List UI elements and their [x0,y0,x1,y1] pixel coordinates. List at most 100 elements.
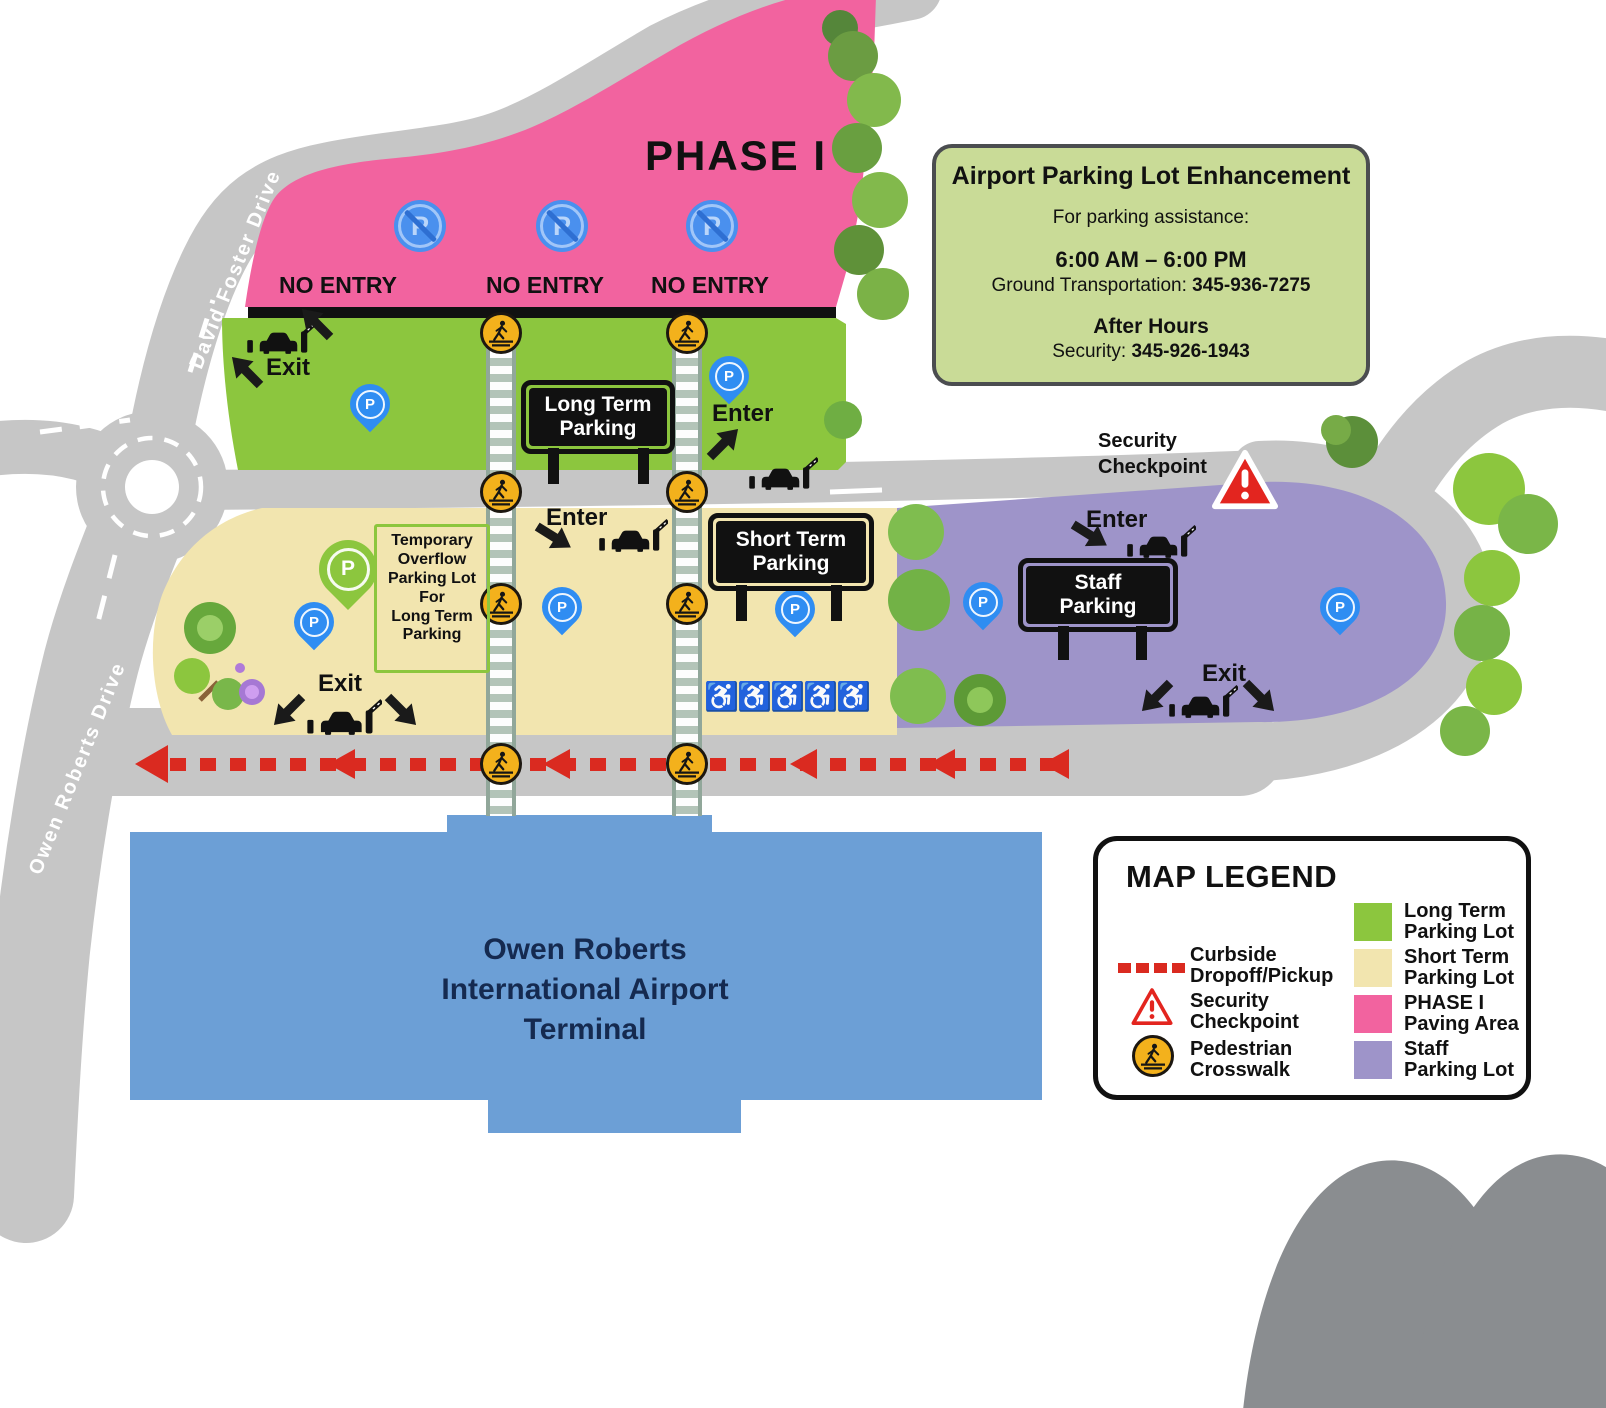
no-parking-icon: P [686,200,738,252]
enter-gate-icon [598,518,668,552]
info-security-phone: 345-926-1943 [1131,341,1250,362]
terminal-line: International Airport [441,973,729,1006]
terminal-line: Owen Roberts [483,933,687,966]
phase1-label: PHASE I [644,132,828,179]
info-security-label: Security: [1052,341,1127,362]
legend-pedestrian-label: Pedestrian Crosswalk [1190,1039,1292,1081]
security-line: Security [1098,430,1177,452]
exit-label: Exit [266,354,311,381]
parking-pin-letter: P [299,607,329,637]
legend-title: MAP LEGEND [1126,859,1338,894]
airplanes [489,1154,1606,1408]
no-entry-label: NO ENTRY [651,272,769,298]
info-ground-transportation: Ground Transportation: 345-936-7275 [936,275,1366,297]
road-northeast-branch [1349,335,1606,541]
overflow-line: Parking [402,626,462,644]
enter-label: Enter [546,504,608,531]
crosswalk-strip-right [672,318,702,816]
legend-line: Checkpoint [1190,1011,1299,1033]
pedestrian-crosswalk-icon [666,583,708,625]
parking-pin-letter: P [968,587,998,617]
overflow-line: Overflow [397,550,467,568]
parking-pin-letter: P [714,361,744,391]
legend-long-term-label: Long Term Parking Lot [1404,901,1514,943]
legend-line: Parking Lot [1404,1059,1515,1081]
curbside-dropoff-line [170,758,1070,771]
staff-swatch [1354,1041,1392,1079]
curbside-arrow-icon [543,749,570,779]
parking-pin: P [954,573,1012,631]
pedestrian-crosswalk-icon [666,471,708,513]
sign-leg [736,585,747,621]
enter-gate-icon [1126,524,1196,558]
no-entry-barrier-line [248,307,836,318]
security-line: Checkpoint [1098,456,1207,478]
enter-label: Enter [712,400,774,427]
overflow-line: Parking Lot [387,569,476,587]
security-checkpoint-legend-icon [1130,987,1174,1028]
parking-pin-letter: P [326,547,370,591]
parking-info-box: Airport Parking Lot Enhancement For park… [932,144,1370,386]
legend-line: Crosswalk [1190,1059,1291,1081]
info-hours: 6:00 AM – 6:00 PM [1055,247,1247,272]
legend-phase1-label: PHASE I Paving Area [1404,993,1519,1035]
curbside-arrow-icon [790,749,817,779]
curbside-arrow-icon [928,749,955,779]
curbside-arrow-icon [1042,749,1069,779]
enter-gate-icon [748,456,818,490]
overflow-parking-note: Temporary Overflow Parking Lot For Long … [374,524,490,673]
legend-line: Security [1190,990,1269,1012]
info-security: Security: 345-926-1943 [936,341,1366,363]
wheelchair-icon: ♿ [836,681,871,712]
security-checkpoint-label: Security Checkpoint [1098,428,1207,480]
pedestrian-crosswalk-legend-icon [1132,1035,1174,1077]
overflow-line: Temporary [391,532,473,549]
exit-gate-icon [306,698,382,735]
legend-line: Parking Lot [1404,921,1515,943]
sign-line: Short Term [735,528,847,552]
info-ground-phone: 345-936-7275 [1192,275,1311,296]
short-term-swatch [1354,949,1392,987]
road-markings [39,299,883,623]
trees [174,10,1558,756]
sign-line: Staff [1074,571,1122,595]
curbside-arrow-icon [135,745,168,783]
sign-leg [1058,626,1069,660]
airplane-icon [658,1154,1606,1408]
no-parking-icon: P [394,200,446,252]
exit-gate-icon [1168,684,1238,718]
pedestrian-crosswalk-icon [480,471,522,513]
no-parking-icon: P [536,200,588,252]
overflow-line: For [419,588,445,606]
map-legend: MAP LEGEND Curbside Dropoff/Pickup Secur… [1093,836,1531,1100]
sign-line: Parking [752,552,830,575]
sign-line: Parking [559,417,637,440]
terminal-building [130,815,1042,1133]
terminal-label: Owen Roberts International Airport Termi… [420,930,750,1050]
no-parking-letter: P [702,210,721,241]
sign-line: Long Term [544,393,652,417]
no-entry-label: NO ENTRY [486,272,604,298]
legend-staff-label: Staff Parking Lot [1404,1039,1514,1081]
no-parking-letter: P [410,210,429,241]
legend-line: PHASE I [1404,992,1485,1014]
exit-label: Exit [1202,660,1247,687]
exit-label: Exit [318,670,363,697]
pedestrian-crosswalk-icon [666,312,708,354]
pedestrian-crosswalk-icon [480,743,522,785]
legend-security-label: Security Checkpoint [1190,991,1299,1033]
phase1-swatch [1354,995,1392,1033]
sign-leg [831,585,842,621]
wheelchair-icon: ♿ [737,681,772,712]
road-owen-roberts [0,444,200,1243]
legend-line: Long Term [1404,900,1506,922]
pedestrian-crosswalk-icon [480,312,522,354]
terminal-line: Terminal [523,1013,647,1046]
wheelchair-icon: ♿ [704,681,739,712]
pedestrian-crosswalk-icon [666,743,708,785]
parking-pin: P [341,375,399,433]
parking-pin: P [285,593,343,651]
parking-pin-letter: P [355,389,385,419]
